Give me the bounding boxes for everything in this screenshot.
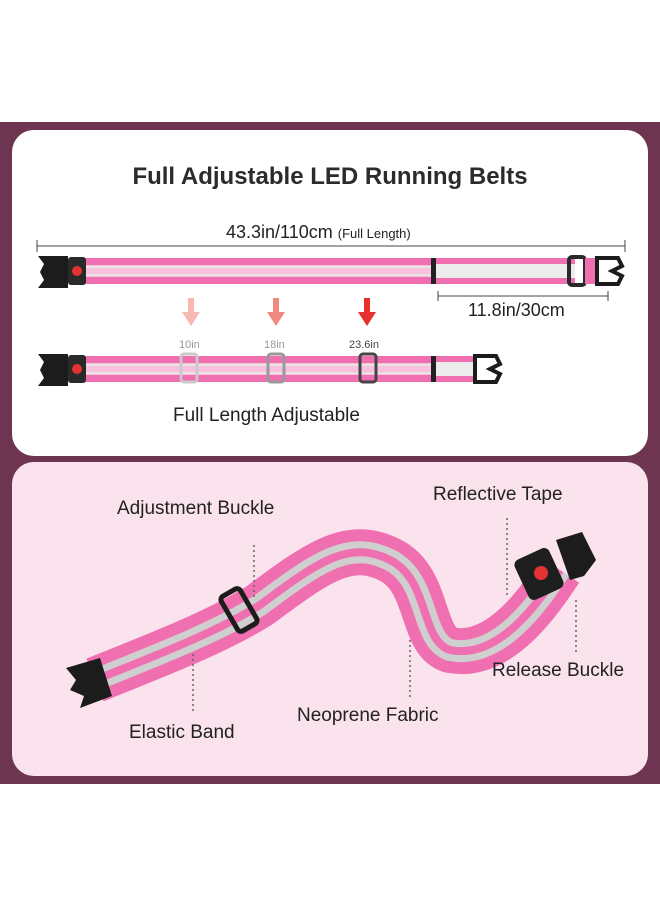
full-length-belt — [38, 255, 625, 288]
belt-photo — [66, 529, 596, 708]
callout-release-buckle: Release Buckle — [492, 660, 625, 681]
callout-reflective-tape: Reflective Tape — [433, 484, 563, 505]
adjust-caption: Full Length Adjustable — [173, 405, 360, 426]
mark-18in: 18in — [264, 339, 285, 351]
adjusted-belt — [38, 352, 503, 386]
full-length-measure: 43.3in/110cm (Full Length) — [226, 222, 411, 242]
extension-measure: 11.8in/30cm — [468, 300, 565, 320]
adjust-arrow-2 — [267, 298, 285, 326]
callout-elastic-band: Elastic Band — [129, 722, 235, 743]
callout-neoprene-fabric: Neoprene Fabric — [297, 705, 439, 726]
adjust-arrow-3 — [358, 298, 376, 326]
product-title: Full Adjustable LED Running Belts — [132, 163, 528, 190]
callout-adjustment-buckle: Adjustment Buckle — [117, 498, 275, 519]
mark-23-6in: 23.6in — [349, 339, 379, 351]
mark-10in: 10in — [179, 339, 200, 351]
adjust-arrow-1 — [182, 298, 200, 326]
dimensions-panel — [12, 130, 648, 456]
